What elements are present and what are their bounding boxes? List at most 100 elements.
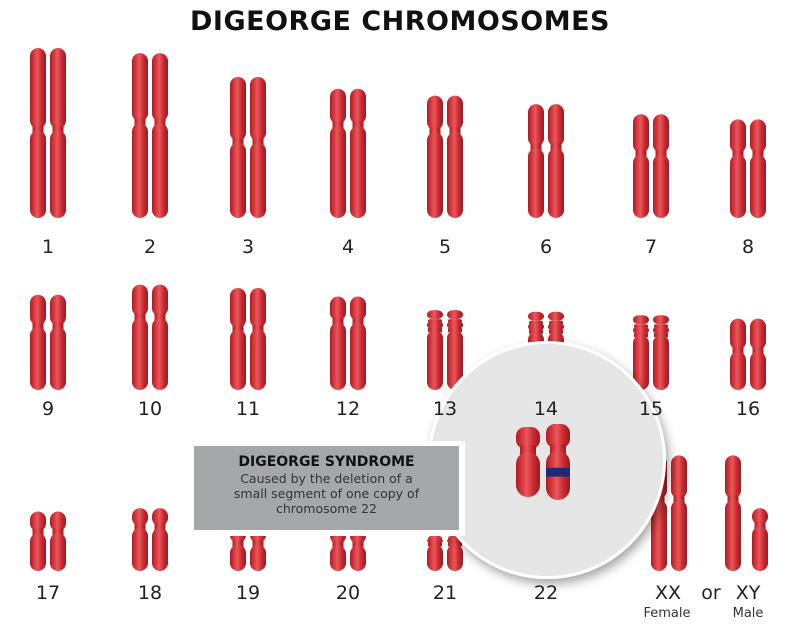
chromosome-11-chromatid-a-p-arm bbox=[230, 288, 246, 328]
chromosome-xy bbox=[725, 455, 768, 571]
chromosome-16-chromatid-b-centromere bbox=[752, 346, 764, 355]
chromosome-13-chromatid-a-satellite-mid bbox=[427, 321, 443, 330]
chromosome-9-chromatid-b-q-arm bbox=[50, 327, 66, 390]
chromosome-y-p-arm bbox=[752, 508, 768, 525]
chromosome-11-chromatid-b-centromere bbox=[252, 324, 264, 333]
chromosome-11-chromatid-b-q-arm bbox=[250, 329, 266, 390]
chromosome-3-chromatid-b-q-arm bbox=[250, 142, 266, 218]
female-label: Female bbox=[643, 606, 691, 621]
magnified-chromatid-deleted-neck bbox=[550, 444, 566, 454]
chromosome-15-chromatid-a-q-arm bbox=[633, 335, 649, 390]
chromosome-15-chromatid-b-satellite-mid bbox=[653, 326, 669, 335]
chromosome-8-chromatid-b-p-arm bbox=[750, 119, 766, 153]
chromosome-1-chromatid-a-p-arm bbox=[30, 48, 46, 129]
chromosome-label-2: 2 bbox=[143, 236, 157, 258]
chromosome-5-chromatid-b-p-arm bbox=[447, 95, 463, 131]
xx-label: XX bbox=[654, 582, 682, 604]
magnifier-layer bbox=[428, 341, 666, 579]
chromosome-15-chromatid-a-satellite-mid bbox=[633, 326, 649, 335]
chromosome-2-chromatid-a-p-arm bbox=[132, 53, 148, 122]
chromosome-8-chromatid-a-q-arm bbox=[730, 154, 746, 218]
callout-line-3: chromosome 22 bbox=[275, 501, 378, 516]
chromosome-20-chromatid-a-centromere bbox=[332, 540, 344, 549]
chromosome-label-4: 4 bbox=[341, 236, 355, 258]
chromosome-6-chromatid-b-q-arm bbox=[548, 148, 564, 218]
chromosome-15-chromatid-b-satellite-top bbox=[653, 315, 669, 325]
chromosome-1-chromatid-a-q-arm bbox=[30, 130, 46, 218]
chromosome-5-chromatid-b-centromere bbox=[449, 127, 461, 136]
chromosome-label-5: 5 bbox=[438, 236, 452, 258]
chromosome-label-12: 12 bbox=[335, 398, 361, 420]
chromosome-5-chromatid-a-q-arm bbox=[427, 132, 443, 218]
chromosome-17-chromatid-b-p-arm bbox=[50, 511, 66, 532]
chromosome-label-1: 1 bbox=[41, 236, 55, 258]
chromosome-6-chromatid-a-q-arm bbox=[528, 148, 544, 218]
chromosome-9-chromatid-b-p-arm bbox=[50, 294, 66, 326]
chromosome-1-chromatid-a-centromere bbox=[32, 125, 44, 134]
chromosome-10-chromatid-a-q-arm bbox=[132, 318, 148, 390]
chromosome-5-chromatid-b-q-arm bbox=[447, 132, 463, 218]
chromosome-4-chromatid-b-q-arm bbox=[350, 125, 366, 218]
chromosome-17-chromatid-b-centromere bbox=[52, 528, 64, 537]
chromosome-21-chromatid-b-q-arm bbox=[447, 544, 463, 571]
chromosome-label-20: 20 bbox=[335, 582, 361, 604]
magnified-chromatid-normal-q bbox=[516, 452, 540, 497]
chromosome-5 bbox=[427, 95, 463, 218]
chromosome-8-chromatid-b-centromere bbox=[752, 149, 764, 158]
chromosome-19-chromatid-b-centromere bbox=[252, 539, 264, 548]
chromosome-7-chromatid-a-p-arm bbox=[633, 114, 649, 153]
chromosome-1-chromatid-b-q-arm bbox=[50, 130, 66, 218]
chromosome-19-chromatid-a-centromere bbox=[232, 539, 244, 548]
male-label: Male bbox=[732, 606, 764, 621]
chromosome-label-8: 8 bbox=[741, 236, 755, 258]
chromosome-5-chromatid-a-centromere bbox=[429, 127, 441, 136]
chromosome-11-chromatid-a-q-arm bbox=[230, 329, 246, 390]
chromosome-16-chromatid-b-p-arm bbox=[750, 318, 766, 350]
chromosome-12-chromatid-b-q-arm bbox=[350, 322, 366, 390]
chromosome-4-chromatid-a-centromere bbox=[332, 120, 344, 129]
chromosome-x-b-q-arm bbox=[671, 500, 687, 571]
chromosome-20-chromatid-b-centromere bbox=[352, 540, 364, 549]
chromosome-11-chromatid-b-p-arm bbox=[250, 288, 266, 328]
chromosome-17-chromatid-b-q-arm bbox=[50, 533, 66, 571]
chromosome-19 bbox=[230, 521, 266, 571]
chromosome-6-chromatid-b-p-arm bbox=[548, 104, 564, 147]
chromosome-11-chromatid-a-centromere bbox=[232, 324, 244, 333]
chromosome-7-chromatid-b-q-arm bbox=[653, 154, 669, 218]
chromosome-label-13: 13 bbox=[432, 398, 458, 420]
chromosome-label-9: 9 bbox=[41, 398, 55, 420]
chromosome-label-17: 17 bbox=[35, 582, 61, 604]
chromosome-3 bbox=[230, 76, 266, 218]
chromosome-label-3: 3 bbox=[241, 236, 255, 258]
chromosome-y-q-arm bbox=[752, 526, 768, 571]
chromosome-10-chromatid-b-p-arm bbox=[152, 284, 168, 317]
chromosome-18-chromatid-b-q-arm bbox=[152, 527, 168, 571]
chromosome-label-18: 18 bbox=[137, 582, 163, 604]
chromosome-label-21: 21 bbox=[432, 582, 458, 604]
chromosome-13-chromatid-b-q-arm bbox=[447, 330, 463, 390]
chromosome-4-chromatid-a-p-arm bbox=[330, 88, 346, 124]
chromosome-x-b-p-arm bbox=[671, 455, 687, 499]
chromosome-5-chromatid-a-p-arm bbox=[427, 95, 443, 131]
chromosome-18-chromatid-a-p-arm bbox=[132, 508, 148, 526]
chromosome-7-chromatid-b-p-arm bbox=[653, 114, 669, 153]
chromosome-7-chromatid-a-centromere bbox=[635, 149, 647, 158]
chromosome-8 bbox=[730, 119, 766, 218]
chromosome-12-chromatid-a-p-arm bbox=[330, 296, 346, 321]
chromosome-label-15: 15 bbox=[638, 398, 664, 420]
chromosome-13-chromatid-b-satellite-top bbox=[447, 310, 463, 320]
magnified-chromatid-normal-p bbox=[516, 427, 540, 449]
chromosome-2-chromatid-b-p-arm bbox=[152, 53, 168, 122]
chromosome-label-22: 22 bbox=[533, 582, 559, 604]
chromosome-19-chromatid-b-q-arm bbox=[250, 544, 266, 571]
or-label: or bbox=[701, 582, 721, 604]
chromosome-8-chromatid-a-p-arm bbox=[730, 119, 746, 153]
callout-line-1: Caused by the deletion of a bbox=[240, 471, 413, 486]
chromosome-9-chromatid-a-p-arm bbox=[30, 294, 46, 326]
chromosome-12-chromatid-a-centromere bbox=[332, 317, 344, 326]
chromosome-19-chromatid-a-q-arm bbox=[230, 544, 246, 571]
chromosome-8-chromatid-a-centromere bbox=[732, 149, 744, 158]
chromosome-x-b-centromere bbox=[673, 495, 685, 504]
chromosome-x-c-q-arm bbox=[725, 500, 741, 571]
chromosome-7-chromatid-b-centromere bbox=[655, 149, 667, 158]
